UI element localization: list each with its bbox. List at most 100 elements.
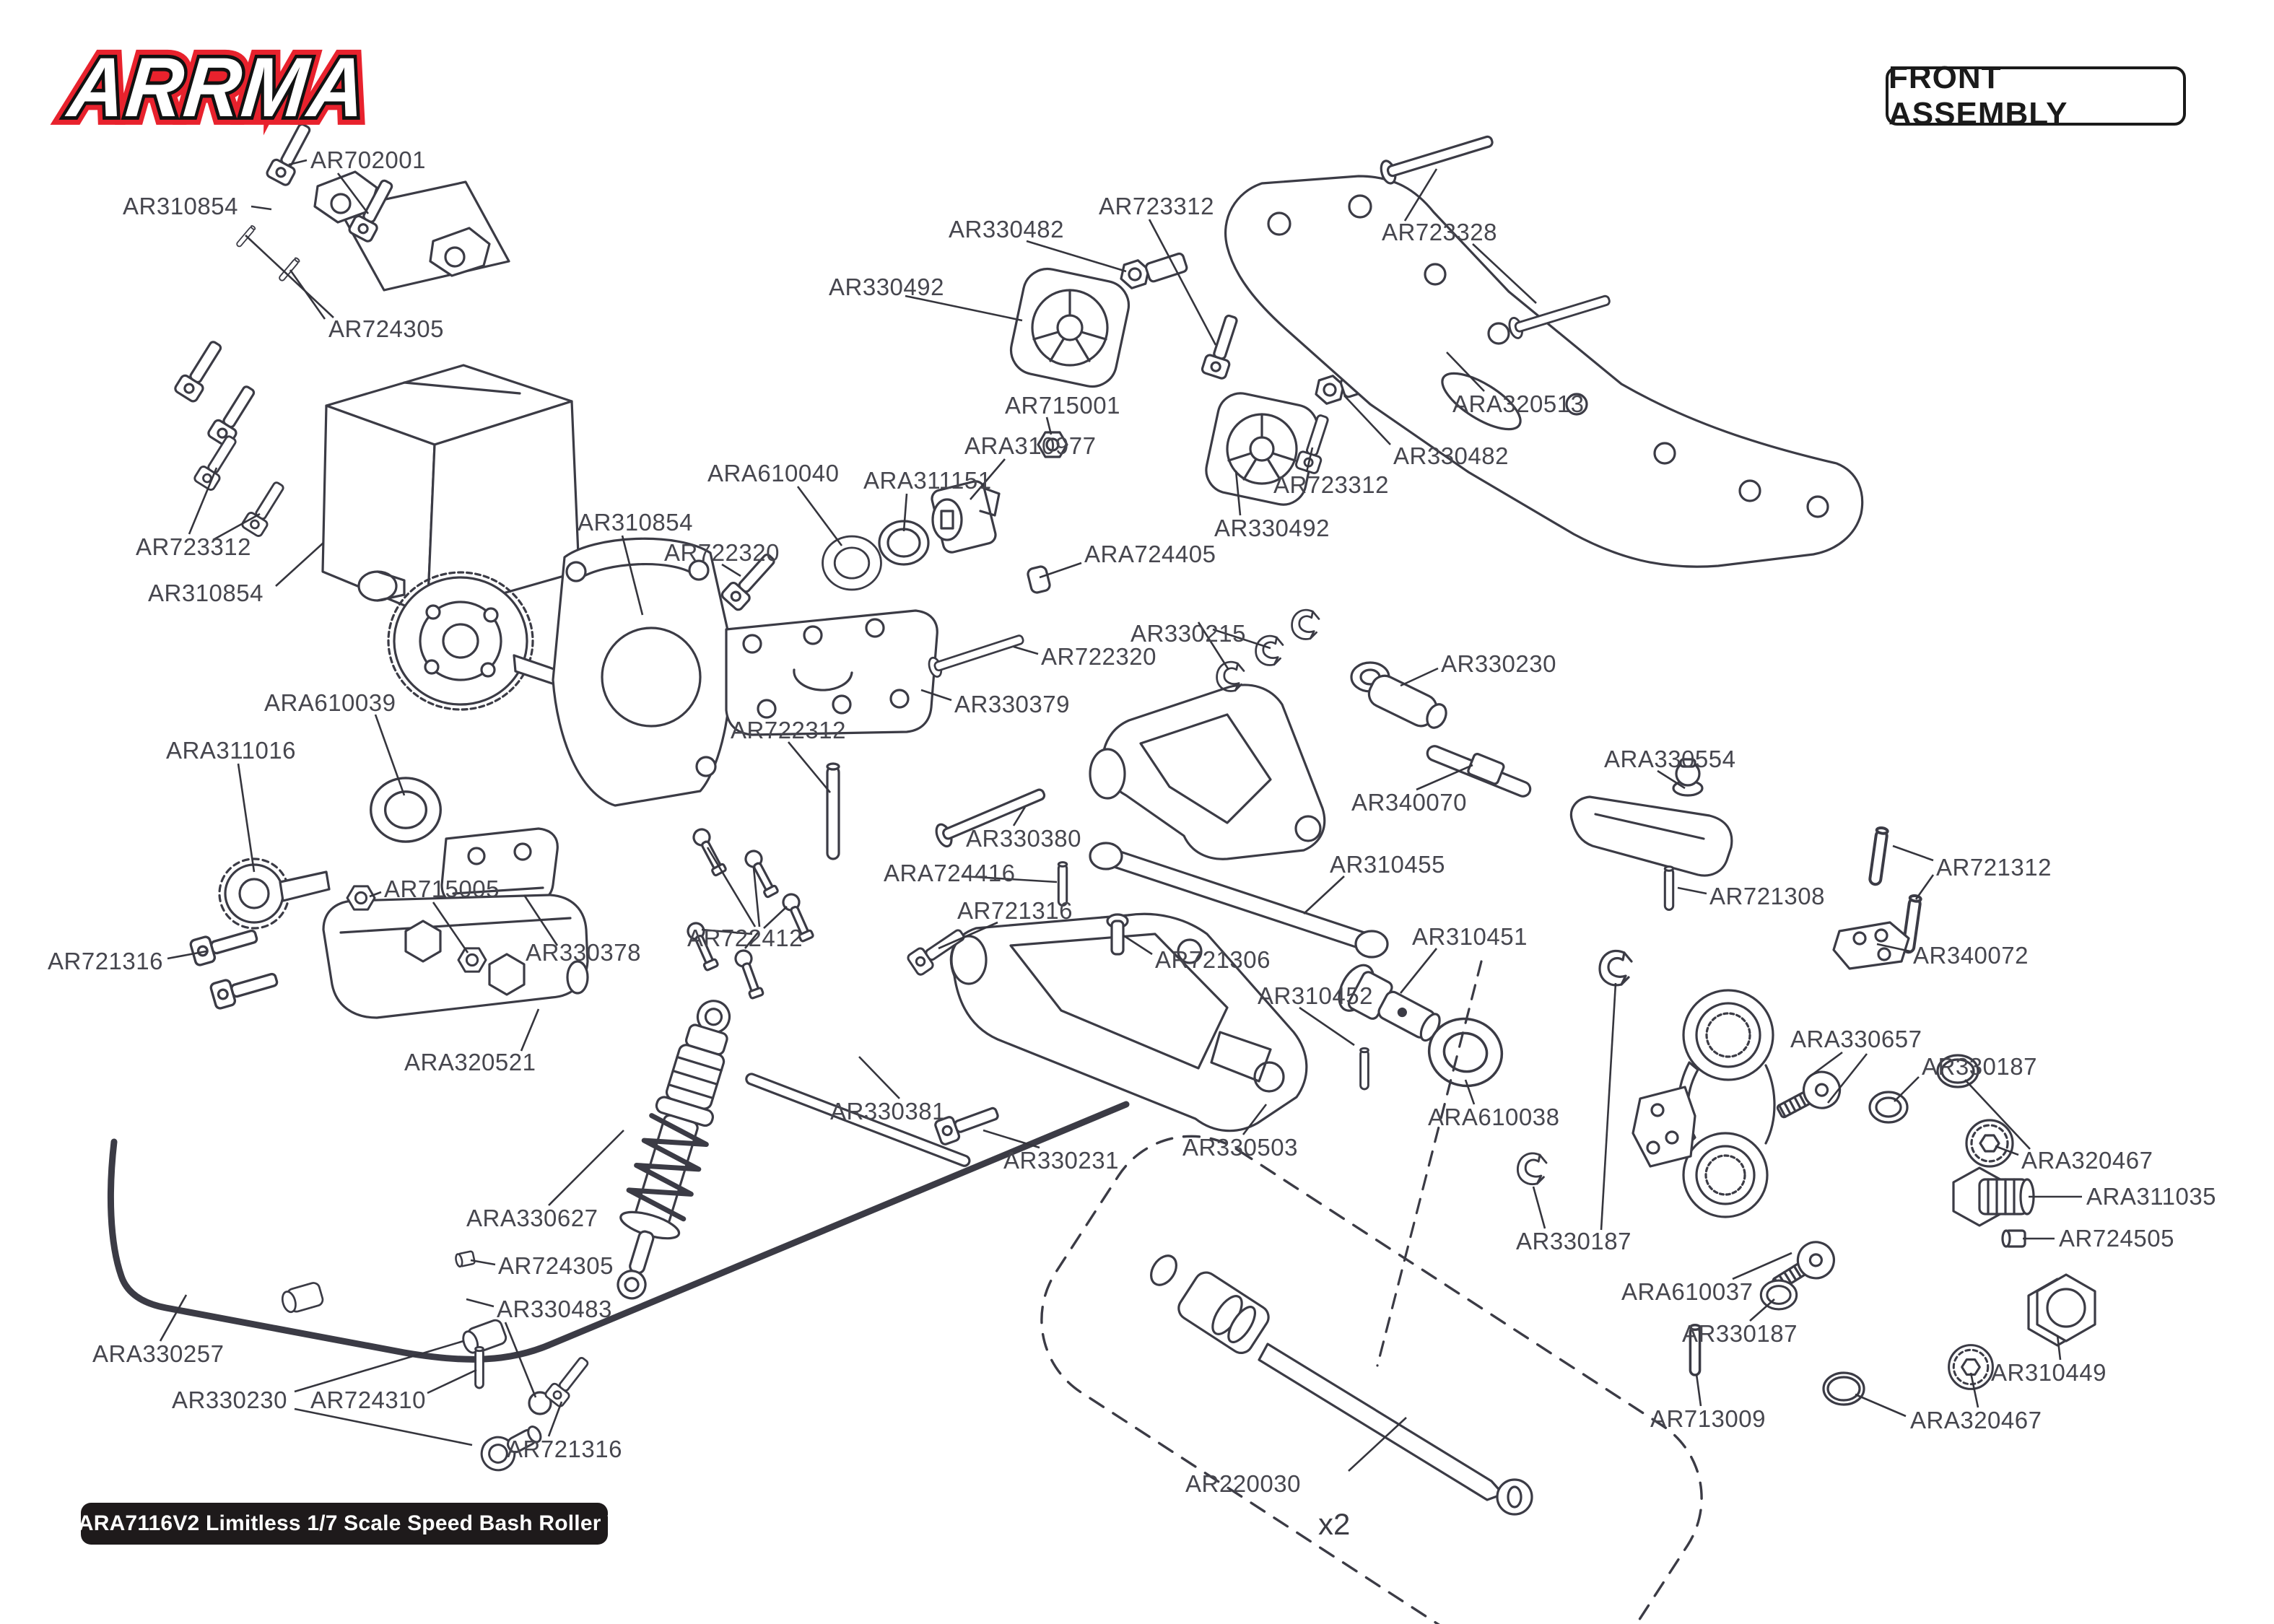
leader-line [858, 1056, 900, 1099]
leader-line [1242, 1104, 1268, 1135]
leader-line [1914, 874, 1935, 900]
part-differential [357, 570, 637, 711]
part-label: AR330187 [1516, 1228, 1632, 1254]
part-label: AR713009 [1650, 1405, 1766, 1432]
part-label: AR330483 [497, 1296, 612, 1322]
part-clip-ar330187-a [1516, 1152, 1548, 1186]
part-label: ARA724405 [1084, 541, 1216, 567]
leader-line [1732, 1252, 1792, 1280]
part-post-ar330482-a [1116, 252, 1188, 292]
part-label: AR310854 [123, 193, 238, 219]
leader-line [905, 294, 1023, 322]
leader-line [1013, 645, 1039, 655]
part-mount-ar330492-b [1205, 392, 1319, 506]
leader-line [1045, 416, 1053, 435]
leader-line [1123, 934, 1153, 956]
part-nut-ar715005-a [346, 885, 376, 911]
kit-id-text: C-ARA7116V2 Limitless 1/7 Scale Speed Ba… [54, 1511, 635, 1535]
leader-line [167, 950, 207, 960]
part-label: ARA320467 [2021, 1147, 2153, 1174]
leader-line [548, 1130, 624, 1206]
part-ballstud-ara330657 [1769, 1064, 1847, 1130]
part-label: ARA610039 [264, 689, 396, 716]
leader-line [374, 714, 406, 796]
leader-line [212, 512, 261, 541]
leader-line [294, 1340, 464, 1393]
part-bulkhead-ar330379 [725, 609, 938, 736]
part-pin-ara724405 [1027, 565, 1051, 594]
part-outdrive-ara310977 [931, 480, 1001, 554]
leader-line [520, 1008, 540, 1052]
part-washer-ar330187-b [1759, 1279, 1798, 1311]
part-label: AR340072 [1913, 942, 2029, 969]
part-label: AR721316 [507, 1436, 622, 1462]
part-nut-ar310449 [2027, 1273, 2096, 1347]
part-label: AR721316 [957, 897, 1073, 924]
leader-line [1657, 769, 1686, 790]
part-link-ar310455 [1089, 842, 1389, 959]
part-label: AR722320 [664, 539, 780, 566]
part-label: AR340070 [1351, 789, 1467, 816]
leader-line [1894, 1076, 1920, 1102]
part-label: AR715005 [384, 876, 500, 902]
part-label: AR724310 [310, 1387, 426, 1413]
part-label: ARA330627 [466, 1205, 598, 1231]
part-label: AR310455 [1330, 851, 1445, 878]
part-screw-ar721306 [1106, 913, 1129, 956]
part-label: AR220030 [1185, 1470, 1301, 1497]
part-label: AR330230 [172, 1387, 287, 1413]
leader-line [1677, 886, 1707, 895]
leader-line [470, 1259, 496, 1266]
part-label: AR330381 [830, 1098, 946, 1125]
part-servo-bracket [235, 118, 510, 292]
leader-line [1399, 948, 1438, 994]
part-label: AR310854 [578, 509, 693, 536]
part-label: AR722412 [687, 925, 803, 951]
part-steering-arm-ara330554 [1569, 758, 1733, 877]
part-label: AR715001 [1005, 392, 1120, 419]
part-label: ARA330554 [1604, 746, 1736, 772]
callout-dashed-link [1376, 960, 1483, 1367]
leader-line [1416, 764, 1473, 791]
leader-line [621, 535, 644, 616]
part-label: ARA724416 [884, 860, 1016, 886]
leader-line [275, 542, 324, 587]
part-label: AR721316 [48, 948, 163, 974]
leader-line [2056, 1335, 2062, 1361]
part-label: AR330482 [1393, 442, 1509, 469]
leader-line [920, 689, 952, 702]
leader-line [1403, 168, 1438, 222]
part-block-ar340072 [1832, 921, 1910, 970]
leader-line [962, 875, 1058, 883]
part-label: ARA610037 [1621, 1278, 1754, 1305]
part-label: AR330492 [1214, 515, 1330, 541]
leader-line [427, 1368, 477, 1394]
leader-line [523, 894, 559, 946]
part-bearing-ara610040 [822, 535, 882, 591]
part-label: AR330230 [1441, 650, 1556, 677]
leader-line [721, 563, 741, 577]
part-label: AR721312 [1936, 854, 2052, 881]
part-label: ARA310977 [964, 432, 1097, 459]
leader-line [970, 458, 1006, 500]
leader-line [1472, 243, 1537, 304]
part-rodend-ar330230-top [1350, 661, 1447, 729]
part-label: AR330380 [966, 825, 1081, 852]
part-clip-ar330215-b [1255, 634, 1284, 666]
leader-line [1303, 876, 1345, 914]
leader-line [1299, 1006, 1355, 1047]
part-label: AR722312 [731, 717, 846, 743]
part-label: AR721306 [1155, 946, 1271, 973]
part-driveshaft-ar220030 [1040, 1135, 1703, 1624]
part-label: AR330482 [949, 216, 1064, 243]
leader-line [288, 159, 308, 166]
part-label: AR724305 [328, 315, 444, 342]
part-label: ARA311016 [166, 737, 297, 764]
kit-id-banner: C-ARA7116V2 Limitless 1/7 Scale Speed Ba… [55, 1503, 634, 1545]
leader-line [1855, 1393, 1907, 1418]
leader-line [1995, 1145, 2019, 1156]
leader-line [237, 763, 256, 873]
title-box: FRONT ASSEMBLY [1886, 60, 2186, 131]
